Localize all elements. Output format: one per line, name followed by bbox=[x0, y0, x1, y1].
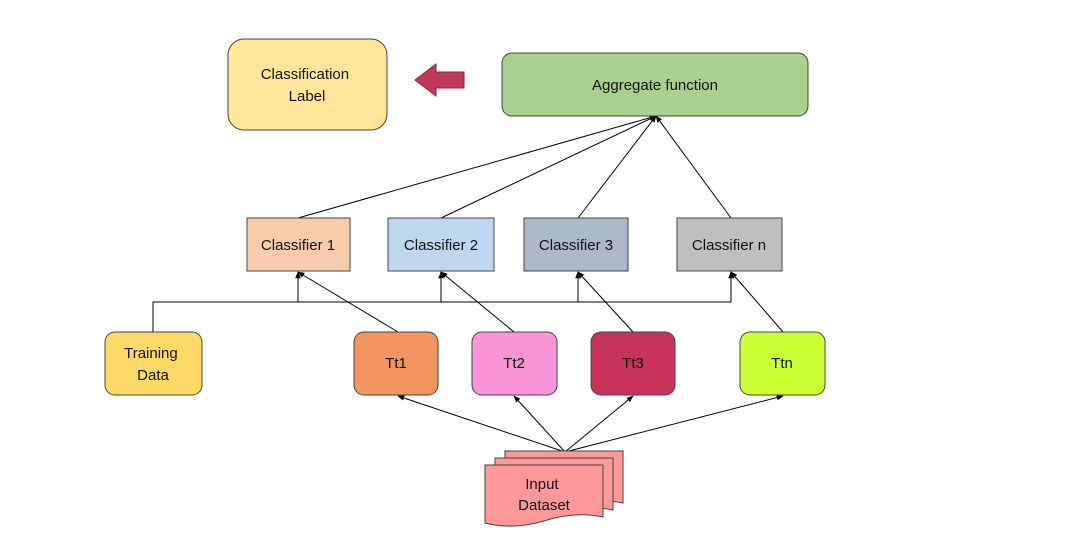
input-dataset-front-sheet bbox=[484, 464, 604, 527]
classifier-1-box bbox=[246, 217, 351, 272]
tt3-box bbox=[590, 331, 676, 396]
tt1-box bbox=[353, 331, 439, 396]
edge-classifier-n-to-aggregate bbox=[655, 115, 732, 219]
training-data-box bbox=[104, 331, 203, 396]
input-dataset-text: Input Dataset bbox=[518, 476, 571, 514]
aggregate-function-text: Aggregate function bbox=[592, 77, 718, 94]
classification-label-text: Classification Label bbox=[261, 66, 354, 105]
node-input-dataset: Input Dataset bbox=[484, 450, 624, 527]
tt1-text: Tt1 bbox=[385, 355, 407, 372]
node-classifier-2: Classifier 2 bbox=[387, 217, 495, 272]
training-data-text: Training Data bbox=[124, 345, 182, 384]
edge-training-data-bus bbox=[152, 301, 731, 332]
edge-input-to-tt1 bbox=[397, 395, 566, 453]
node-tt1: Tt1 bbox=[353, 331, 439, 396]
classifier-2-text: Classifier 2 bbox=[404, 237, 478, 254]
node-tt2: Tt2 bbox=[471, 331, 558, 396]
tt2-box bbox=[471, 331, 558, 396]
edge-input-to-tt3 bbox=[564, 395, 634, 453]
edge-input-to-ttn bbox=[564, 394, 784, 453]
classifier-3-box bbox=[523, 217, 629, 272]
node-classifier-3: Classifier 3 bbox=[523, 217, 629, 272]
classifier-n-text: Classifier n bbox=[692, 237, 766, 254]
tt3-text: Tt3 bbox=[622, 355, 644, 372]
node-classifier-1: Classifier 1 bbox=[246, 217, 351, 272]
classification-label-box bbox=[227, 38, 388, 131]
edge-classifier-3-to-aggregate bbox=[577, 115, 657, 219]
edge-classifier-2-to-aggregate bbox=[440, 115, 657, 219]
node-tt3: Tt3 bbox=[590, 331, 676, 396]
classifier-1-text: Classifier 1 bbox=[261, 237, 335, 254]
aggregate-function-box bbox=[501, 52, 809, 117]
edge-ttn-to-classifier-n bbox=[730, 271, 784, 333]
left-block-arrow-icon bbox=[414, 62, 465, 98]
ttn-text: Ttn bbox=[771, 355, 793, 372]
node-classification-label: Classification Label bbox=[227, 38, 388, 131]
node-aggregate-function: Aggregate function bbox=[501, 52, 809, 117]
tt2-text: Tt2 bbox=[503, 355, 525, 372]
node-training-data: Training Data bbox=[104, 331, 203, 396]
node-classifier-n: Classifier n bbox=[676, 217, 783, 272]
edge-classifier-1-to-aggregate bbox=[297, 115, 657, 219]
classifier-n-box bbox=[676, 217, 783, 272]
ttn-box bbox=[739, 331, 826, 396]
edge-input-to-tt2 bbox=[513, 395, 566, 453]
node-ttn: Ttn bbox=[739, 331, 826, 396]
classifier-3-text: Classifier 3 bbox=[539, 237, 613, 254]
classifier-2-box bbox=[387, 217, 495, 272]
edges bbox=[152, 115, 784, 453]
